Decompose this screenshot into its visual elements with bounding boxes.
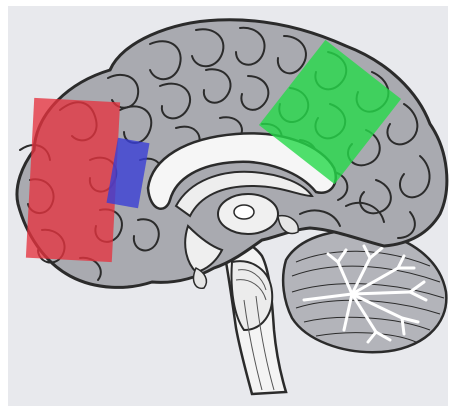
- red-region: [26, 98, 120, 262]
- interthalamic-adhesion: [234, 205, 254, 219]
